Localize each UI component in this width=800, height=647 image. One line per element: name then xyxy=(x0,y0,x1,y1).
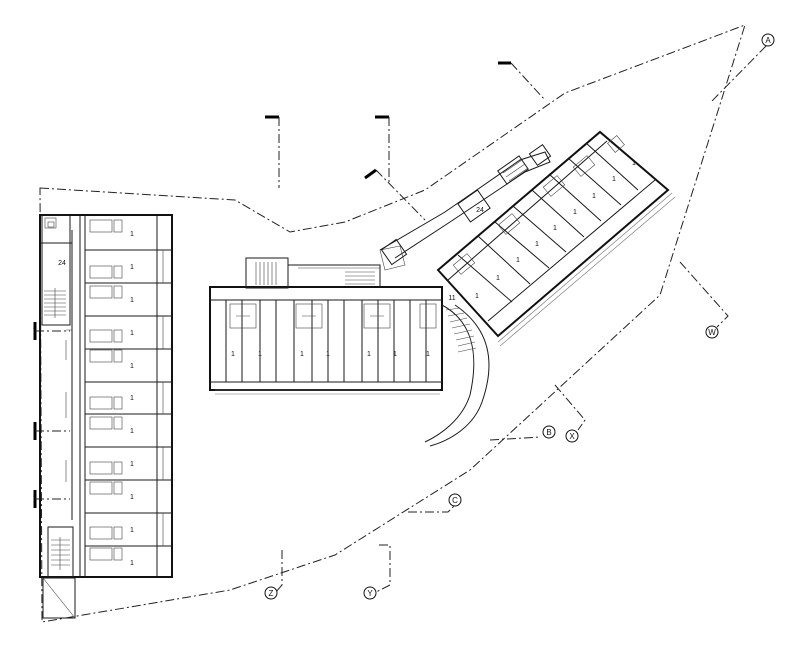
svg-text:X: X xyxy=(569,432,575,441)
site-boundary xyxy=(39,24,746,623)
unit-label: 1 xyxy=(612,176,616,183)
grid-bubble-b: B xyxy=(542,425,556,439)
northeast-wing xyxy=(379,130,676,347)
grid-bubble-w: W xyxy=(705,325,719,339)
entry-ramp xyxy=(424,304,475,443)
central-room-labels: 1 1 1 1 1 1 1 xyxy=(231,351,430,358)
west-wing-room-labels: 1 1 1 1 1 1 1 1 1 1 1 xyxy=(130,231,134,567)
unit-label: 1 xyxy=(130,395,134,402)
northeast-room-labels: 1 1 1 1 1 1 1 1 1 xyxy=(475,160,636,300)
corner-tag: 11 xyxy=(448,295,455,302)
section-cut-markers xyxy=(33,61,546,508)
unit-label: 1 xyxy=(130,461,134,468)
grid-bubble-c: C xyxy=(448,493,462,507)
svg-text:Z: Z xyxy=(269,589,274,598)
unit-label: 1 xyxy=(130,428,134,435)
unit-label: 1 xyxy=(367,351,371,358)
grid-bubble-z: Z xyxy=(264,586,278,600)
unit-label: 1 xyxy=(326,351,330,358)
unit-label: 1 xyxy=(130,494,134,501)
unit-label: 1 xyxy=(475,293,479,300)
unit-label: 1 xyxy=(535,241,539,248)
unit-label: 1 xyxy=(130,297,134,304)
stair-tag-west: 24 xyxy=(58,260,66,267)
unit-label: 1 xyxy=(553,225,557,232)
svg-text:A: A xyxy=(765,36,771,45)
unit-label: 1 xyxy=(300,351,304,358)
unit-label: 1 xyxy=(393,351,397,358)
svg-text:C: C xyxy=(452,496,458,505)
grid-bubble-a: A xyxy=(761,33,775,47)
unit-label: 1 xyxy=(231,351,235,358)
svg-text:Y: Y xyxy=(367,589,373,598)
unit-label: 1 xyxy=(516,257,520,264)
grid-bubble-y: Y xyxy=(363,586,377,600)
unit-label: 1 xyxy=(573,209,577,216)
central-block xyxy=(209,245,443,395)
svg-text:B: B xyxy=(546,428,551,437)
unit-label: 1 xyxy=(632,160,636,167)
unit-label: 1 xyxy=(130,330,134,337)
unit-label: 1 xyxy=(130,264,134,271)
unit-label: 1 xyxy=(426,351,430,358)
unit-label: 1 xyxy=(130,231,134,238)
unit-label: 1 xyxy=(130,527,134,534)
grid-bubble-x: X xyxy=(565,429,579,443)
svg-text:W: W xyxy=(708,328,716,337)
unit-label: 1 xyxy=(592,193,596,200)
unit-label: 1 xyxy=(130,560,134,567)
unit-label: 1 xyxy=(258,351,262,358)
grid-lines xyxy=(275,45,767,593)
unit-label: 1 xyxy=(496,275,500,282)
west-wing xyxy=(39,214,173,619)
unit-label: 1 xyxy=(130,363,134,370)
stair-tag-northeast: 24 xyxy=(476,207,484,214)
